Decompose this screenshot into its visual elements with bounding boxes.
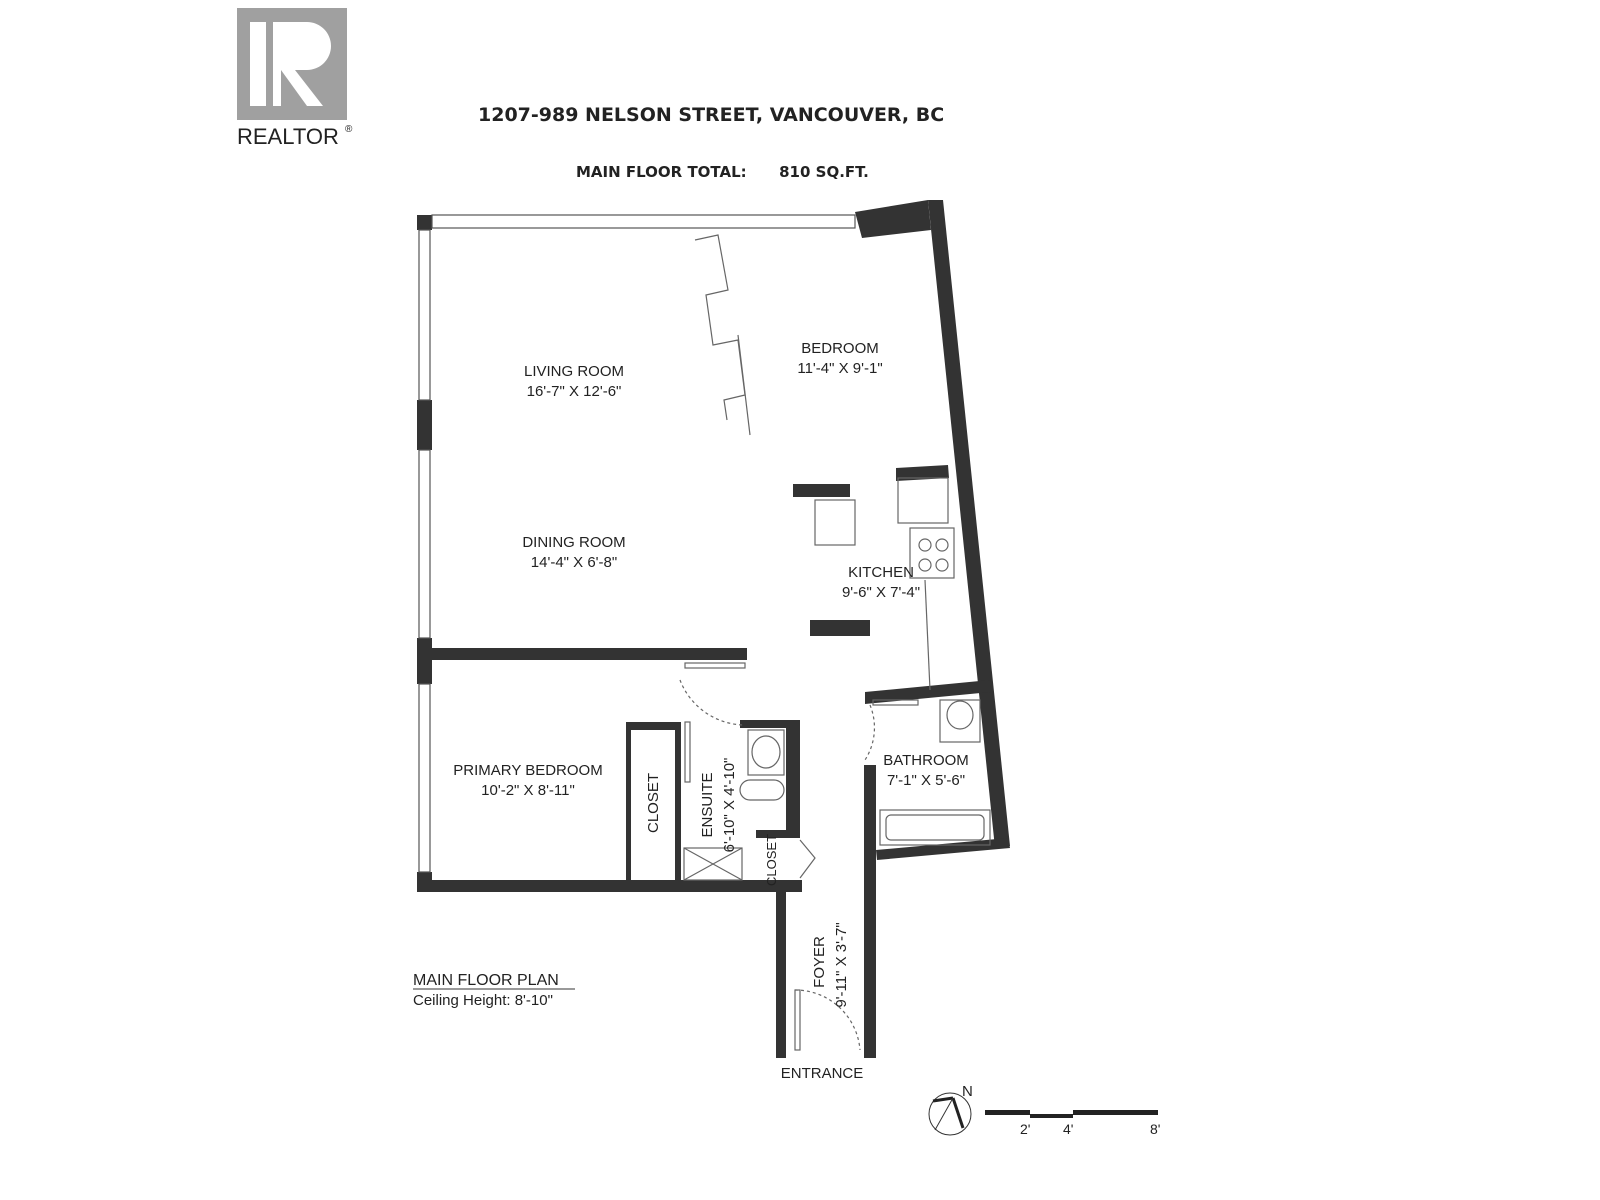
- property-address: 1207-989 NELSON STREET, VANCOUVER, BC: [478, 104, 945, 126]
- floor-total: MAIN FLOOR TOTAL: 810 SQ.FT.: [576, 163, 869, 181]
- scale-bar: 2' 4' 8': [985, 1110, 1160, 1137]
- kitchen-dims: 9'-6" X 7'-4": [842, 584, 920, 601]
- bedroom-name: BEDROOM: [801, 340, 879, 357]
- room-labels: LIVING ROOM 16'-7" X 12'-6" BEDROOM 11'-…: [453, 340, 969, 1082]
- bathroom-name: BATHROOM: [883, 752, 969, 769]
- realtor-logo: REALTOR ®: [237, 8, 353, 148]
- dining-room-dims: 14'-4" X 6'-8": [531, 554, 617, 571]
- compass-north-label: N: [962, 1083, 973, 1100]
- bathroom-dims: 7'-1" X 5'-6": [887, 772, 965, 789]
- dining-room-name: DINING ROOM: [522, 534, 625, 551]
- closet-2-name: CLOSET: [764, 834, 779, 886]
- scale-tick-8: 8': [1150, 1121, 1160, 1137]
- living-room-dims: 16'-7" X 12'-6": [527, 383, 622, 400]
- windows: [418, 214, 856, 873]
- compass-icon: N: [928, 1083, 973, 1136]
- entrance-label: ENTRANCE: [781, 1065, 864, 1082]
- closet-name: CLOSET: [645, 773, 662, 833]
- foyer-dims: 9'-11" X 3'-7": [833, 922, 850, 1007]
- floor-total-value: 810 SQ.FT.: [779, 163, 869, 181]
- realtor-logo-text: REALTOR: [237, 124, 339, 148]
- primary-bedroom-dims: 10'-2" X 8'-11": [481, 782, 575, 799]
- living-room-name: LIVING ROOM: [524, 363, 624, 380]
- fixtures: [679, 234, 991, 1051]
- plan-title: MAIN FLOOR PLAN: [413, 972, 559, 989]
- registered-mark: ®: [345, 124, 353, 135]
- scale-tick-4: 4': [1063, 1121, 1073, 1137]
- scale-tick-2: 2': [1020, 1121, 1030, 1137]
- foyer-name: FOYER: [811, 936, 828, 988]
- kitchen-name: KITCHEN: [848, 564, 914, 581]
- bedroom-dims: 11'-4" X 9'-1": [797, 360, 882, 377]
- ensuite-dims: 6'-10" X 4'-10": [721, 758, 738, 853]
- ceiling-height: Ceiling Height: 8'-10": [413, 992, 553, 1009]
- floor-total-label: MAIN FLOOR TOTAL:: [576, 163, 747, 181]
- primary-bedroom-name: PRIMARY BEDROOM: [453, 762, 602, 779]
- ensuite-name: ENSUITE: [699, 772, 716, 837]
- walls: [417, 200, 1010, 1058]
